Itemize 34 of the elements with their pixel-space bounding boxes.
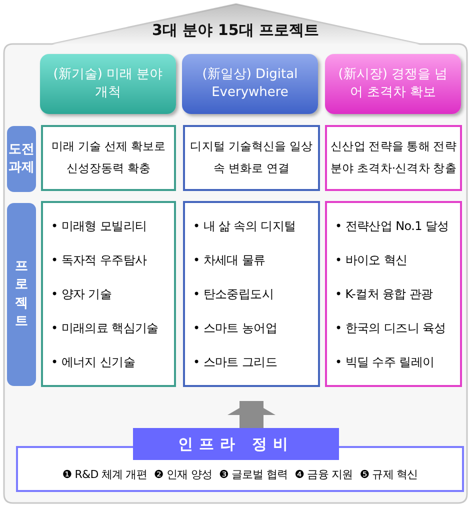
project-item: • 미래형 모빌리티 <box>51 218 147 234</box>
project-item: • 빅딜 수주 릴레이 <box>335 354 434 370</box>
infrastructure-item: ❹ 금융 지원 <box>294 466 353 482</box>
project-item: • 탄소중립도시 <box>193 286 274 302</box>
project-item: • 내 삶 속의 디지털 <box>193 218 296 234</box>
challenge-box: 미래 기술 선제 확보로 신성장동력 확충 <box>41 125 176 191</box>
challenge-box: 신산업 전략을 통해 전략분야 초격차·신격차 창출 <box>325 125 462 191</box>
project-list-box <box>183 201 320 387</box>
project-item: • 스마트 농어업 <box>193 320 278 336</box>
infrastructure-item: ❷ 인재 양성 <box>154 466 212 482</box>
infrastructure-item: ❺ 규제 혁신 <box>360 466 418 482</box>
project-item: • 에너지 신기술 <box>51 354 136 370</box>
infrastructure-header: 인프라 정비 <box>133 428 339 460</box>
row-label: 프로젝트 <box>7 203 36 386</box>
category-header: (新기술) 미래 분야 개척 <box>40 54 176 114</box>
row-label: 도전 과제 <box>7 126 36 192</box>
category-header: (新일상) Digital Everywhere <box>182 54 318 114</box>
project-item: • 전략산업 No.1 달성 <box>335 218 449 234</box>
project-item: • 한국의 디즈니 육성 <box>335 320 446 336</box>
arrow <box>228 401 276 428</box>
project-item: • K-컬처 융합 관광 <box>335 286 433 302</box>
infrastructure-item: ❸ 글로벌 협력 <box>218 466 288 482</box>
title: 3대 분야 15대 프로젝트 <box>152 21 319 40</box>
category-header: (新시장) 경쟁을 넘어 초격차 확보 <box>325 54 461 114</box>
project-list-box <box>41 201 176 387</box>
project-item: • 독자적 우주탐사 <box>51 252 147 268</box>
project-item: • 스마트 그리드 <box>193 354 278 370</box>
project-list-box <box>325 201 462 387</box>
project-item: • 차세대 물류 <box>193 252 266 268</box>
project-item: • 미래의료 핵심기술 <box>51 320 158 336</box>
project-item: • 바이오 혁신 <box>335 252 408 268</box>
infrastructure-item: ❶ R&D 체계 개편 <box>62 466 147 482</box>
project-item: • 양자 기술 <box>51 286 112 302</box>
challenge-box: 디지털 기술혁신을 일상 속 변화로 연결 <box>183 125 320 191</box>
